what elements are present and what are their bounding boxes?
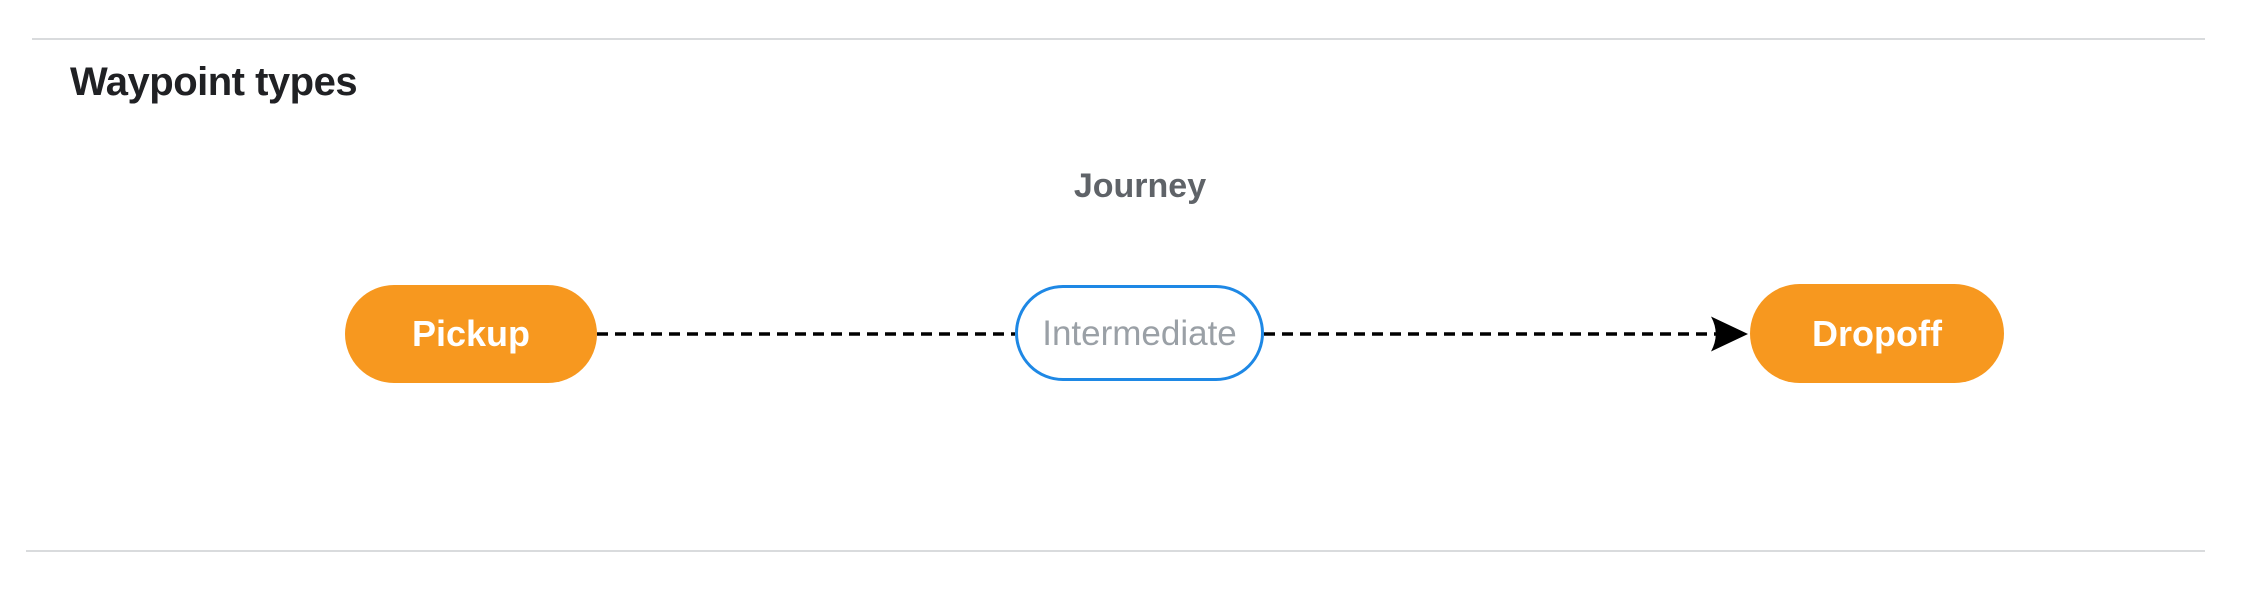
- node-intermediate-label: Intermediate: [1042, 313, 1237, 353]
- node-intermediate: Intermediate: [1015, 285, 1264, 381]
- section-title: Waypoint types: [70, 60, 358, 104]
- journey-label: Journey: [1073, 167, 1207, 205]
- divider-bottom: [26, 550, 2205, 552]
- node-dropoff-label: Dropoff: [1812, 312, 1942, 354]
- node-dropoff: Dropoff: [1750, 284, 2004, 383]
- node-pickup-label: Pickup: [411, 313, 531, 354]
- node-pickup: Pickup: [345, 285, 597, 383]
- divider-top: [32, 38, 2205, 40]
- arrowhead-icon: [1711, 316, 1748, 352]
